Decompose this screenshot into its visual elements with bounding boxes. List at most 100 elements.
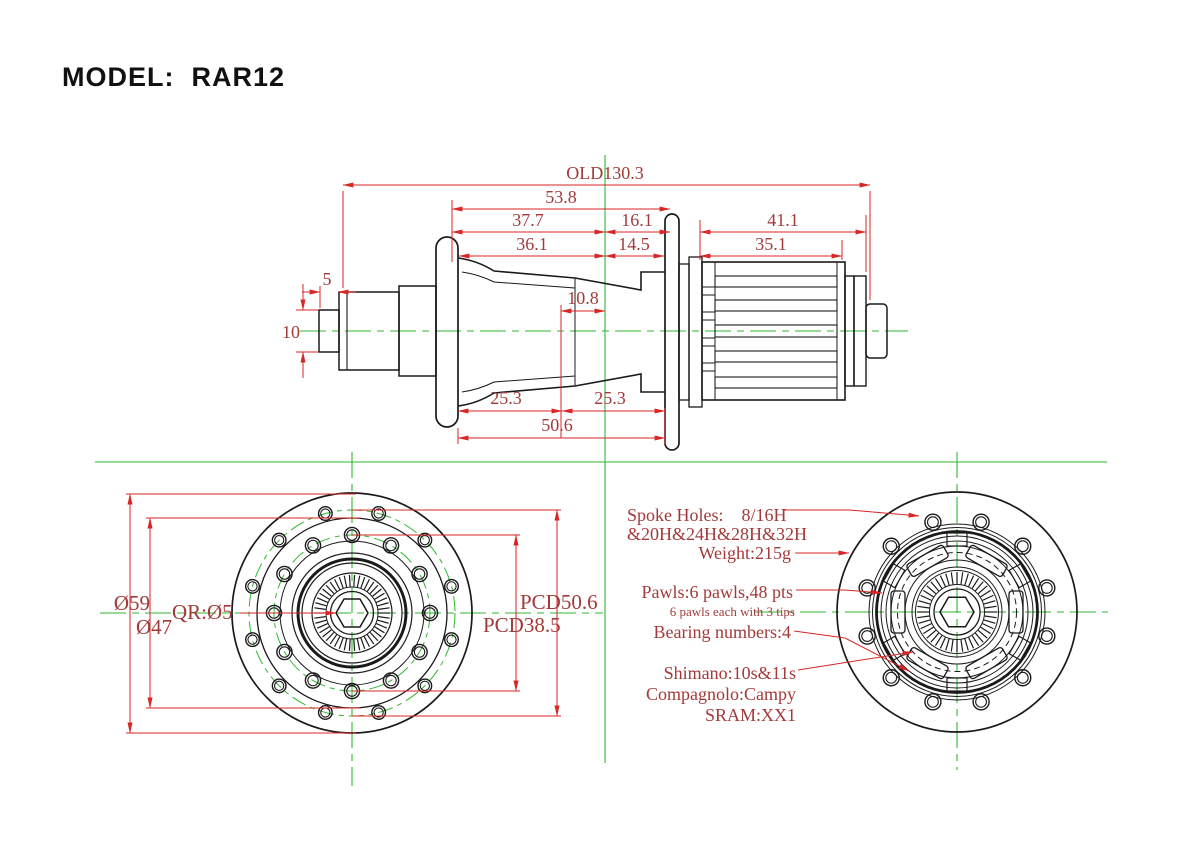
spoke-hole-right [924, 513, 942, 531]
ratchet-tooth-left [376, 623, 388, 629]
ratchet-tooth-right [977, 629, 988, 639]
freehub-spline-ridge [714, 376, 838, 389]
front-view-dimensions: Ø59 Ø47 QR:Ø5 PCD50.6 PCD38.5 [114, 493, 598, 734]
dim-old-label: OLD130.3 [566, 163, 644, 183]
ratchet-tooth-left [353, 639, 356, 651]
ratchet-tooth-left [369, 584, 379, 595]
freehub-spline-notch [701, 286, 716, 296]
pawl-cage-tab [946, 677, 968, 692]
axle-hex-right [939, 596, 975, 628]
ratchet-tooth-right [917, 615, 930, 619]
spoke-hole-inner [411, 565, 428, 583]
dim-5-label: 5 [323, 269, 332, 289]
right-flange-section [664, 213, 680, 451]
spoke-hole-outer-bore [373, 707, 384, 718]
spoke-hole-right-bore [926, 516, 939, 529]
ratchet-tooth-left [316, 597, 328, 603]
spec-spoke-holes-1: Spoke Holes: 8/16H [627, 505, 787, 525]
ratchet-tooth-left [356, 575, 361, 588]
spoke-hole-inner [382, 672, 400, 689]
dim-108-label: 10.8 [567, 288, 599, 308]
dim-145-label: 14.5 [618, 234, 650, 254]
axle-stub-right [865, 303, 888, 359]
ratchet-tooth-left [363, 636, 371, 648]
spoke-hole-inner-bore [413, 646, 426, 658]
shell-top-contour [457, 257, 665, 291]
shell-inner-line-top [461, 271, 576, 289]
right-hub-ring [836, 491, 1078, 733]
ratchet-tooth-left [322, 588, 332, 597]
spoke-hole-outer [245, 632, 261, 648]
ratchet-tooth-left [315, 619, 327, 624]
side-view-dimensions: OLD130.3 53.8 37.7 16.1 41.1 36.1 14.5 3… [282, 163, 871, 444]
dim-pcd506-label: PCD50.6 [520, 590, 598, 614]
freehub-spline-ridge [714, 299, 838, 312]
ratchet-tooth-right [984, 615, 997, 619]
spoke-hole-outer [245, 578, 261, 594]
ratchet-tooth-left [378, 616, 390, 619]
ratchet-tooth-left [377, 602, 389, 607]
ratchet-tooth-right [968, 575, 975, 587]
ratchet-tooth-left [338, 637, 344, 650]
ratchet-tooth-right [939, 637, 946, 649]
spoke-hole-right-bore [1016, 671, 1029, 684]
ratchet-tooth-right [968, 637, 975, 649]
ratchet-tooth-left [366, 634, 375, 645]
spoke-hole-inner-bore [385, 674, 397, 687]
spoke-hole-right-bore [1040, 630, 1053, 643]
dim-361-label: 36.1 [516, 234, 548, 254]
pawl-cage-tab [1008, 635, 1032, 661]
ratchet-tooth-left [360, 637, 366, 650]
spec-sram: SRAM:XX1 [705, 705, 796, 725]
right-hub-ring [868, 523, 1046, 701]
pawl [965, 646, 1008, 680]
ratchet-tooth-right [934, 578, 943, 589]
ratchet-tooth-left [374, 626, 385, 634]
ratchet-tooth-right [920, 623, 932, 630]
pawl [1008, 590, 1024, 634]
spec-pawls-note: 6 pawls each with 3 tips [670, 604, 795, 619]
ratchet-tooth-right [974, 632, 984, 643]
spoke-hole-outer [371, 704, 387, 720]
spoke-hole-right [858, 627, 876, 645]
right-hub-ring [933, 588, 981, 636]
ratchet-tooth-left [372, 629, 382, 638]
ratchet-tooth-left [333, 578, 341, 590]
spoke-hole-outer [371, 506, 387, 522]
spoke-hole-outer-bore [446, 634, 457, 645]
ratchet-tooth-right [917, 605, 930, 609]
ratchet-tooth-right [980, 589, 991, 598]
ratchet-tooth-right [983, 619, 996, 624]
ratchet-tooth-left [315, 602, 327, 607]
spoke-hole-inner [421, 604, 439, 622]
freehub-spline-ridge [714, 350, 838, 363]
ratchet-tooth-left [377, 619, 389, 624]
hub-side-view [318, 213, 888, 451]
ratchet-tooth-left [333, 636, 341, 648]
ratchet-tooth-right [939, 575, 946, 587]
ratchet-tooth-right [920, 594, 932, 601]
ratchet-tooth-right [926, 629, 937, 639]
leader-pawls [796, 589, 883, 595]
dim-qr-label: QR:Ø5 [172, 600, 233, 624]
spoke-hole-outer-bore [419, 680, 430, 691]
dim-253a-label: 25.3 [490, 388, 522, 408]
ratchet-tooth-left [325, 584, 335, 595]
spoke-hole-outer [417, 532, 433, 548]
leader-spoke-holes [784, 509, 920, 518]
freehub-spline-notch [701, 362, 716, 372]
ratchet-tooth-left [374, 592, 385, 600]
spoke-hole-right [1038, 579, 1056, 597]
pawl [965, 544, 1008, 578]
ratchet-tooth-right [950, 572, 954, 585]
spoke-hole-outer-bore [247, 634, 258, 645]
ratchet-tooth-left [356, 638, 361, 651]
leader-shimano [797, 651, 914, 671]
ratchet-tooth-left [322, 629, 332, 638]
spoke-hole-outer [317, 506, 333, 522]
ratchet-tooth-right [980, 626, 991, 635]
spoke-hole-right-bore [861, 581, 874, 594]
ratchet-tooth-right [977, 585, 988, 595]
spoke-hole-inner [304, 672, 322, 689]
